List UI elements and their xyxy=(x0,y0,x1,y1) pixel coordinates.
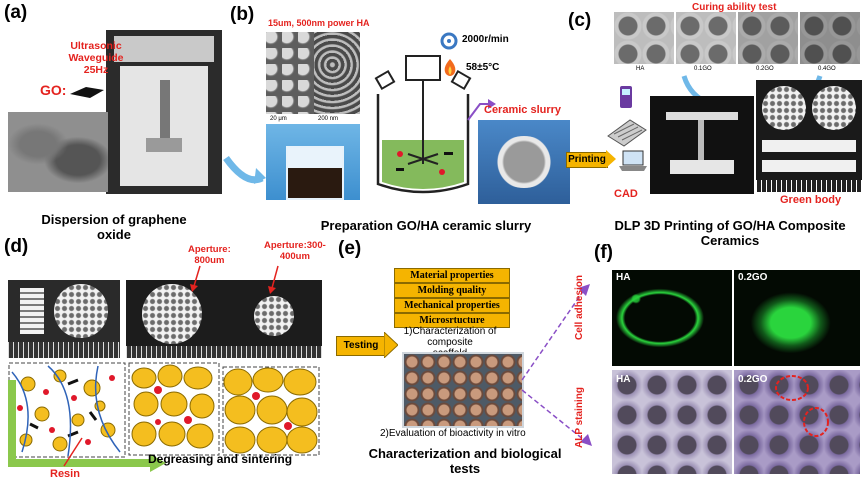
curing-sample-01go xyxy=(676,12,736,64)
go-label: GO: xyxy=(40,82,67,98)
handheld-device-icon xyxy=(620,86,632,108)
powder-label: 15um, 500nm power HA xyxy=(268,18,370,28)
scaffold-photo-apertures xyxy=(126,280,322,358)
alp-highlight-circles xyxy=(775,375,829,437)
cell-adhesion-ha-label: HA xyxy=(616,272,631,283)
resin-pointer xyxy=(63,437,83,467)
testing-arrow-head xyxy=(384,332,398,358)
curing-sample-02go xyxy=(738,12,798,64)
curing-sample-ha xyxy=(614,12,674,64)
panel-b-label: (b) xyxy=(230,4,255,25)
cell-adhesion-02go-image xyxy=(734,270,860,366)
dashed-arrows-to-f xyxy=(521,284,592,446)
printing-arrow-head xyxy=(606,150,616,168)
curing-test-title: Curing ability test xyxy=(692,2,777,13)
process-left-bar xyxy=(8,380,16,460)
curing-sample-label-01go: 0.1GO xyxy=(694,66,712,72)
aperture-300-400-label: Aperture:300- 400um xyxy=(264,240,326,262)
well-plate-photo xyxy=(402,352,524,428)
panel-a-label: (a) xyxy=(4,2,28,23)
property-box-mechanical: Mechanical properties xyxy=(394,298,510,313)
cad-label: CAD xyxy=(614,188,638,200)
property-box-material: Material properties xyxy=(394,268,510,283)
panel-f-label: (f) xyxy=(594,242,613,263)
alp-staining-ha-image xyxy=(612,370,732,474)
property-box-microstructure: Microsrtucture xyxy=(394,313,510,328)
alp-staining-02go-image xyxy=(734,370,860,474)
alp-ha-label: HA xyxy=(616,374,631,385)
ceramic-slurry-photo xyxy=(478,120,570,204)
resin-label: Resin xyxy=(50,468,80,480)
curing-sample-label-02go: 0.2GO xyxy=(756,66,774,72)
temperature-label: 58±5°C xyxy=(466,62,500,73)
ceramic-slurry-label: Ceramic slurry xyxy=(484,104,562,116)
row-label-alp-staining: ALP staining xyxy=(574,387,585,448)
sintered-particles-schematic-2 xyxy=(222,366,320,456)
panel-a-caption: Dispersion of graphene oxide xyxy=(41,212,187,242)
sem-scale-2: 200 nm xyxy=(318,116,339,122)
mixing-vessel-diagram xyxy=(374,55,472,194)
alp-02go-label: 0.2GO xyxy=(738,374,768,385)
dlp-printer-photo xyxy=(650,96,754,194)
panel-e-caption: Characterization and biological tests xyxy=(368,446,562,476)
degreasing-process-arrow xyxy=(8,454,166,472)
flow-arrow-to-slurry xyxy=(467,99,496,121)
flow-arrow-a-to-b xyxy=(223,155,266,184)
panel-c-label: (c) xyxy=(568,10,592,31)
slurry-particle-schematic xyxy=(8,362,126,458)
curing-sample-label-04go: 0.4GO xyxy=(818,66,836,72)
laptop-icon xyxy=(619,150,647,171)
flame-icon xyxy=(444,59,456,76)
go-flake-icon xyxy=(70,87,104,98)
property-box-molding: Molding quality xyxy=(394,283,510,298)
scaffold-photo-side xyxy=(8,280,120,358)
graphene-oxide-sem-photo xyxy=(8,112,108,192)
panel-b-caption: Preparation GO/HA ceramic slurry xyxy=(320,218,532,233)
curing-sample-label-ha: HA xyxy=(636,66,645,72)
green-body-photo xyxy=(756,80,862,192)
sintered-particles-schematic-1 xyxy=(128,362,220,456)
panel-c-caption: DLP 3D Printing of GO/HA Composite Ceram… xyxy=(614,218,846,248)
degreasing-label: Degreasing and sintering xyxy=(148,452,293,466)
rotation-icon xyxy=(440,32,458,50)
ha-powder-sem-500nm xyxy=(314,32,360,114)
ultrasonic-label: Ultrasonic Waveguide 25Hz xyxy=(68,40,124,76)
row-label-cell-adhesion: Cell adhesion xyxy=(574,274,585,340)
testing-arrow-box: Testing xyxy=(336,336,386,356)
cell-adhesion-ha-image xyxy=(612,270,732,366)
printing-arrow-box: Printing xyxy=(566,152,608,168)
sem-scale-1: 20 μm xyxy=(270,116,287,122)
curing-sample-04go xyxy=(800,12,860,64)
green-body-label: Green body xyxy=(780,194,842,206)
step2-label: 2)Evaluation of bioactivity in vitro xyxy=(380,428,526,439)
panel-d-label: (d) xyxy=(4,236,29,257)
stir-speed-label: 2000r/min xyxy=(462,34,509,45)
panel-e-label: (e) xyxy=(338,238,362,259)
printed-model-icon xyxy=(607,119,647,147)
ultrasonic-device-photo xyxy=(106,30,222,194)
aperture-800-label: Aperture: 800um xyxy=(188,244,231,266)
aperture-pointer-arrows xyxy=(190,265,279,294)
go-solution-beaker-photo xyxy=(266,124,360,200)
cell-adhesion-02go-label: 0.2GO xyxy=(738,272,768,283)
ha-powder-sem-15um xyxy=(266,32,314,114)
